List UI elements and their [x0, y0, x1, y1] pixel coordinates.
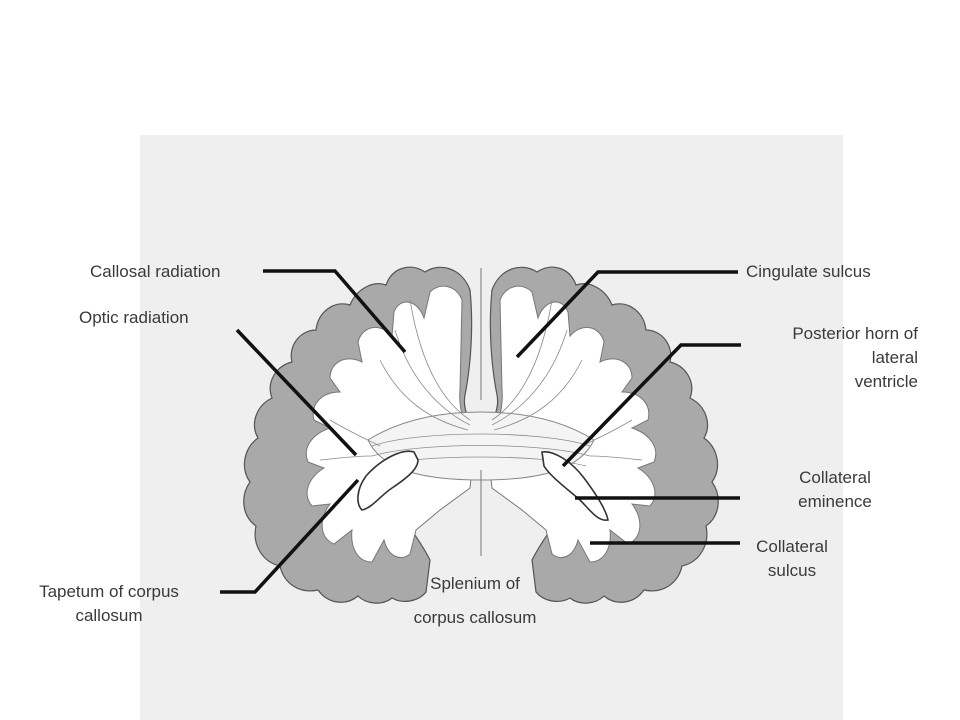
label-callosal-radiation: Callosal radiation	[90, 262, 221, 281]
label-cingulate-sulcus: Cingulate sulcus	[746, 262, 871, 281]
leader-lines	[220, 269, 741, 594]
leader-callosal-radiation	[263, 269, 407, 354]
label-posterior-horn: Posterior horn of lateral ventricle	[792, 324, 918, 391]
label-splenium-line1: Splenium of	[430, 574, 520, 593]
fibre-lines	[319, 299, 643, 467]
label-tapetum: Tapetum of corpus callosum	[39, 582, 179, 625]
label-optic-radiation: Optic radiation	[79, 308, 189, 327]
right-white-matter	[487, 285, 657, 563]
label-collateral-eminence: Collateral eminence	[798, 468, 872, 511]
leader-cingulate-sulcus	[515, 270, 738, 359]
leader-posterior-horn	[561, 343, 741, 468]
label-collateral-sulcus: Collateral sulcus	[756, 537, 828, 580]
leader-tapetum	[220, 478, 360, 594]
leader-optic-radiation	[235, 328, 358, 457]
right-posterior-horn	[541, 451, 609, 521]
label-splenium-line2: corpus callosum	[413, 608, 537, 627]
left-posterior-horn	[357, 450, 419, 511]
